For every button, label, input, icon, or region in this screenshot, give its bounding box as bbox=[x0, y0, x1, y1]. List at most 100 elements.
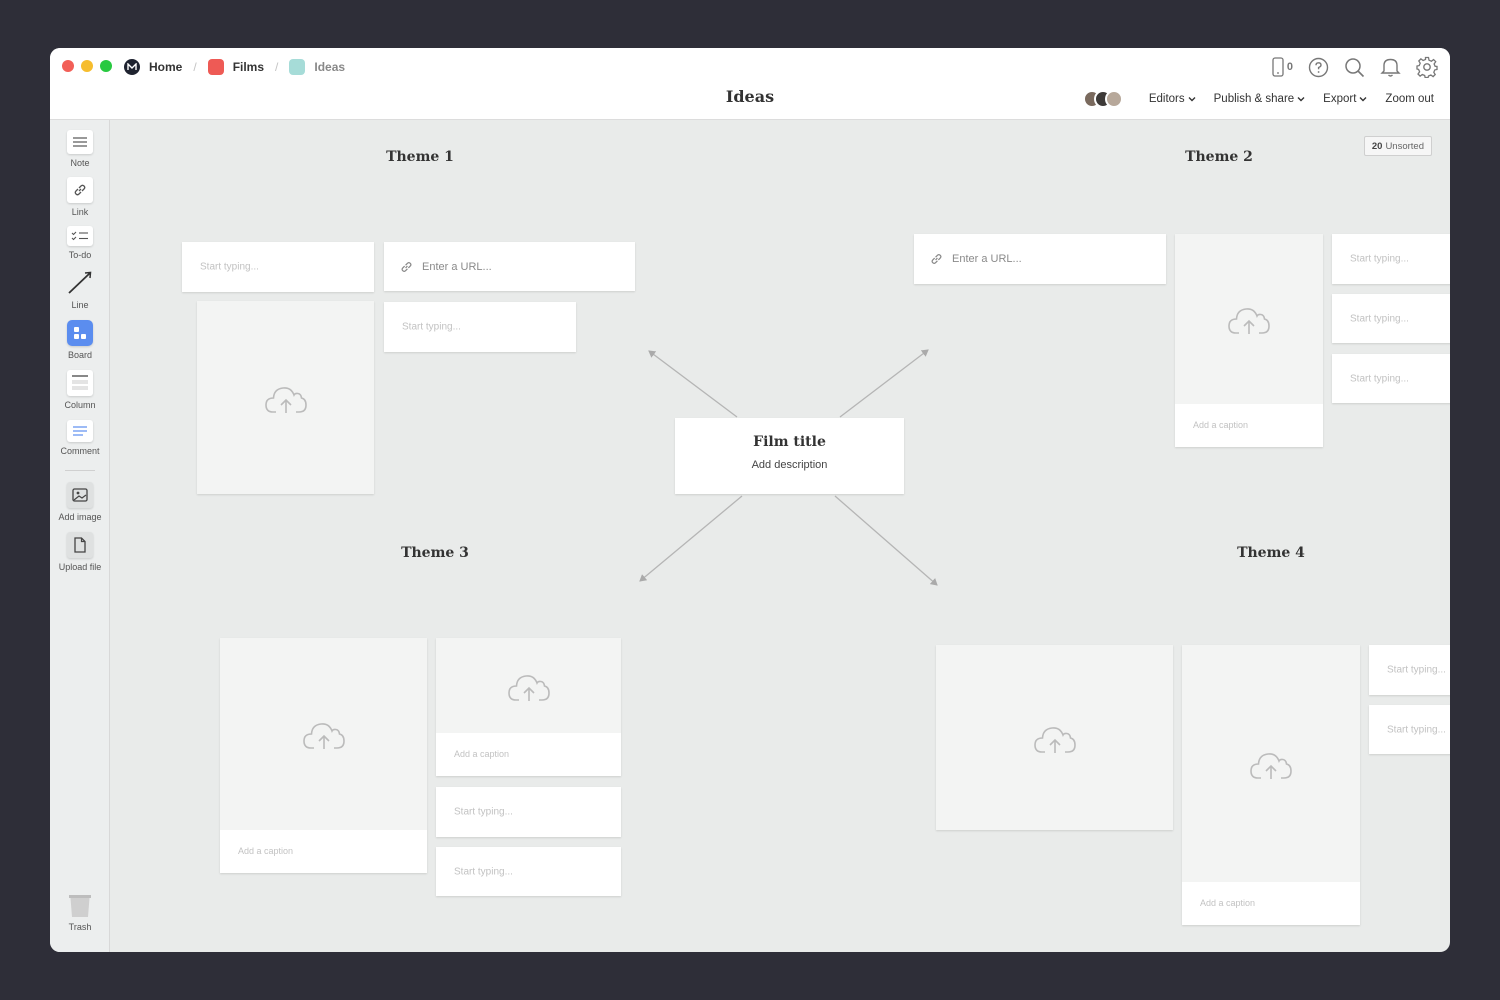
avatar bbox=[1104, 90, 1123, 108]
board-tool[interactable]: Board bbox=[50, 320, 110, 360]
theme-2-title[interactable]: Theme 2 bbox=[1185, 149, 1253, 165]
note-placeholder: Start typing... bbox=[402, 321, 461, 333]
breadcrumb-home[interactable]: Home bbox=[149, 60, 183, 74]
image-card[interactable] bbox=[936, 645, 1173, 830]
film-description[interactable]: Add description bbox=[751, 459, 828, 471]
board-canvas[interactable]: 20 Unsorted Film title Add description T… bbox=[111, 120, 1450, 952]
export-menu[interactable]: Export bbox=[1323, 93, 1367, 105]
minimize-window-button[interactable] bbox=[81, 60, 93, 72]
todo-tool[interactable]: To-do bbox=[50, 226, 110, 260]
connector-arrow[interactable] bbox=[834, 495, 938, 586]
editor-avatars[interactable] bbox=[1082, 90, 1123, 108]
publish-share-menu[interactable]: Publish & share bbox=[1214, 93, 1306, 105]
help-icon bbox=[1308, 57, 1329, 77]
column-icon bbox=[67, 370, 93, 396]
add-image-tool[interactable]: Add image bbox=[50, 482, 110, 522]
help-button[interactable] bbox=[1308, 57, 1329, 78]
comment-tool[interactable]: Comment bbox=[50, 420, 110, 456]
note-card[interactable]: Start typing... bbox=[1332, 294, 1450, 343]
image-card[interactable]: Add a caption bbox=[436, 638, 621, 776]
films-board-icon[interactable] bbox=[207, 59, 224, 75]
tool-label: Trash bbox=[68, 922, 92, 932]
settings-button[interactable] bbox=[1416, 56, 1438, 78]
theme-3-title[interactable]: Theme 3 bbox=[401, 545, 469, 561]
editors-label: Editors bbox=[1148, 93, 1185, 105]
image-upload-area[interactable] bbox=[1175, 234, 1323, 404]
maximize-window-button[interactable] bbox=[100, 60, 112, 72]
image-upload-area[interactable] bbox=[1182, 645, 1360, 882]
connector-arrow[interactable] bbox=[839, 349, 929, 418]
tool-label: Upload file bbox=[58, 562, 102, 572]
chevron-down-icon bbox=[1359, 97, 1367, 102]
note-card[interactable]: Start typing... bbox=[182, 242, 374, 292]
unsorted-button[interactable]: 20 Unsorted bbox=[1363, 136, 1432, 156]
caption-placeholder[interactable]: Add a caption bbox=[1200, 898, 1256, 908]
line-icon bbox=[68, 271, 92, 294]
tool-label: Column bbox=[64, 400, 96, 410]
breadcrumb-films[interactable]: Films bbox=[232, 60, 265, 74]
caption-placeholder[interactable]: Add a caption bbox=[1193, 420, 1249, 430]
zoom-out-label: Zoom out bbox=[1385, 93, 1434, 105]
note-card[interactable]: Start typing... bbox=[436, 787, 621, 837]
trash-tool[interactable]: Trash bbox=[50, 894, 110, 932]
note-placeholder: Start typing... bbox=[1350, 253, 1409, 265]
note-card[interactable]: Start typing... bbox=[1369, 645, 1450, 695]
notifications-button[interactable] bbox=[1380, 56, 1401, 78]
app-window: Home / Films / Ideas Ideas 0 bbox=[50, 48, 1450, 952]
search-button[interactable] bbox=[1344, 57, 1365, 78]
image-upload-area[interactable] bbox=[220, 638, 427, 830]
image-upload-area[interactable] bbox=[436, 638, 621, 733]
link-icon bbox=[931, 253, 942, 265]
link-icon bbox=[401, 261, 412, 272]
note-card[interactable]: Start typing... bbox=[384, 302, 576, 352]
image-upload-area[interactable] bbox=[197, 301, 374, 494]
note-card[interactable]: Start typing... bbox=[1332, 354, 1450, 403]
tool-label: Note bbox=[70, 158, 90, 168]
image-card[interactable]: Add a caption bbox=[1175, 234, 1323, 447]
ideas-board-icon[interactable] bbox=[289, 59, 306, 75]
note-card[interactable]: Start typing... bbox=[436, 847, 621, 896]
upload-file-tool[interactable]: Upload file bbox=[50, 532, 110, 572]
breadcrumb-ideas[interactable]: Ideas bbox=[314, 60, 346, 74]
image-card[interactable]: Add a caption bbox=[1182, 645, 1360, 925]
note-card[interactable]: Start typing... bbox=[1369, 705, 1450, 754]
note-card[interactable]: Start typing... bbox=[1332, 234, 1450, 284]
comment-icon bbox=[67, 420, 93, 442]
file-icon bbox=[67, 532, 93, 558]
theme-1-title[interactable]: Theme 1 bbox=[386, 149, 454, 165]
image-upload-area[interactable] bbox=[936, 645, 1173, 830]
phone-count: 0 bbox=[1286, 61, 1293, 73]
link-card[interactable]: Enter a URL... bbox=[384, 242, 635, 291]
link-card[interactable]: Enter a URL... bbox=[914, 234, 1166, 284]
top-icons: 0 bbox=[1257, 54, 1438, 80]
caption-placeholder[interactable]: Add a caption bbox=[454, 749, 510, 759]
chevron-down-icon bbox=[1188, 97, 1196, 102]
cloud-upload-icon bbox=[507, 674, 550, 701]
zoom-out-button[interactable]: Zoom out bbox=[1385, 93, 1434, 105]
theme-4-title[interactable]: Theme 4 bbox=[1237, 545, 1305, 561]
film-title-card[interactable]: Film title Add description bbox=[675, 418, 904, 494]
editors-menu[interactable]: Editors bbox=[1149, 93, 1196, 105]
cloud-upload-icon bbox=[302, 723, 345, 749]
connector-arrow[interactable] bbox=[648, 350, 738, 418]
link-tool[interactable]: Link bbox=[50, 177, 110, 217]
image-card[interactable] bbox=[197, 301, 374, 494]
unsorted-count: 20 bbox=[1371, 140, 1383, 152]
caption-placeholder[interactable]: Add a caption bbox=[238, 846, 294, 856]
column-tool[interactable]: Column bbox=[50, 370, 110, 410]
film-title[interactable]: Film title bbox=[753, 434, 826, 450]
breadcrumb-separator: / bbox=[193, 60, 197, 74]
close-window-button[interactable] bbox=[62, 60, 74, 72]
tool-label: Line bbox=[71, 300, 89, 310]
image-card[interactable]: Add a caption bbox=[220, 638, 427, 873]
cloud-upload-icon bbox=[264, 386, 307, 413]
mobile-app-button[interactable]: 0 bbox=[1272, 57, 1293, 77]
connector-arrow[interactable] bbox=[639, 495, 743, 582]
milanote-logo-icon[interactable] bbox=[124, 59, 140, 75]
cloud-upload-icon bbox=[1033, 726, 1076, 753]
tool-label: Comment bbox=[60, 446, 100, 456]
line-tool[interactable]: Line bbox=[50, 270, 110, 310]
note-tool[interactable]: Note bbox=[50, 130, 110, 168]
breadcrumb-separator: / bbox=[275, 60, 279, 74]
sidebar-divider bbox=[65, 470, 95, 471]
